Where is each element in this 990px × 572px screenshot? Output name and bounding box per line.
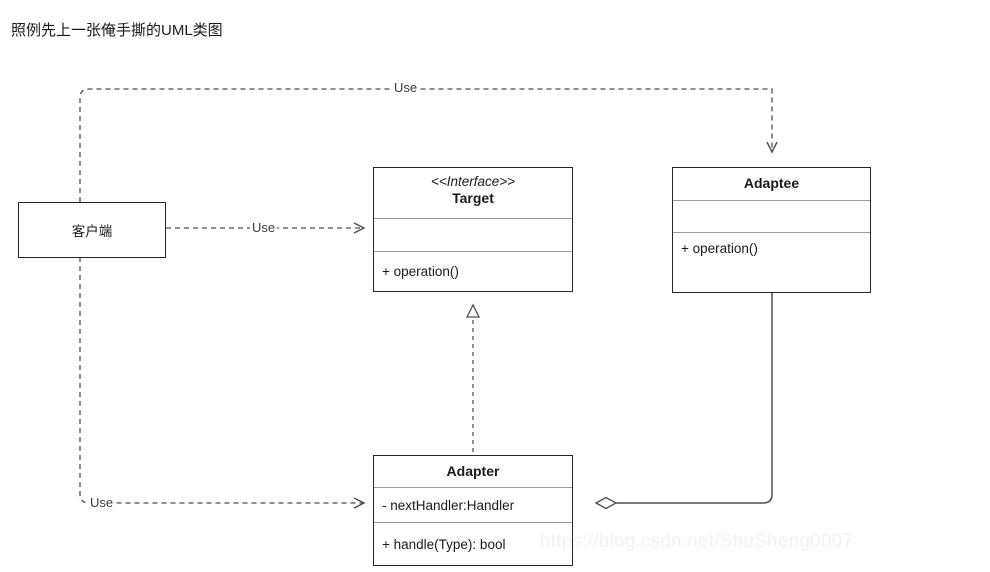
page-title: 照例先上一张俺手撕的UML类图 [11,22,223,39]
class-name-adaptee: Adaptee [743,175,800,191]
edge-label-client-to-target: Use [250,220,278,235]
class-attribute: - nextHandler:Handler [382,497,515,513]
edge-label-client-to-adaptee: Use [392,80,420,95]
watermark: https://blog.csdn.net/ShuSheng0007 [540,531,854,552]
class-stereotype-target: <<Interface>> [430,174,516,189]
class-attribute [673,201,870,232]
class-name-adapter: Adapter [446,463,500,479]
class-operation: + handle(Type): bool [382,536,506,552]
class-attributes-adapter: - nextHandler:Handler [374,487,572,522]
class-box-adaptee[interactable]: Adaptee + operation() [672,167,871,293]
class-box-client[interactable]: 客户端 [18,202,166,258]
class-box-target[interactable]: <<Interface>> Target + operation() [373,167,573,292]
edge-client-to-adapter [79,257,366,509]
class-operations-target: + operation() [374,251,572,291]
class-attributes-adaptee [673,200,870,232]
class-header-target: <<Interface>> Target [374,168,572,218]
class-operations-adaptee: + operation() [673,232,870,291]
class-operations-adapter: + handle(Type): bool [374,522,572,565]
class-header-adapter: Adapter [374,456,572,487]
class-operation: + operation() [382,264,459,279]
class-box-adapter[interactable]: Adapter - nextHandler:Handler + handle(T… [373,455,573,566]
class-name-client: 客户端 [71,224,113,239]
class-attributes-target [374,218,572,251]
class-attribute [374,219,572,251]
class-operation: + operation() [681,241,758,256]
edge-label-client-to-adapter: Use [88,495,116,510]
class-name-target: Target [452,190,494,206]
edge-adapter-aggregates-adaptee [596,293,773,503]
class-header-adaptee: Adaptee [673,168,870,200]
